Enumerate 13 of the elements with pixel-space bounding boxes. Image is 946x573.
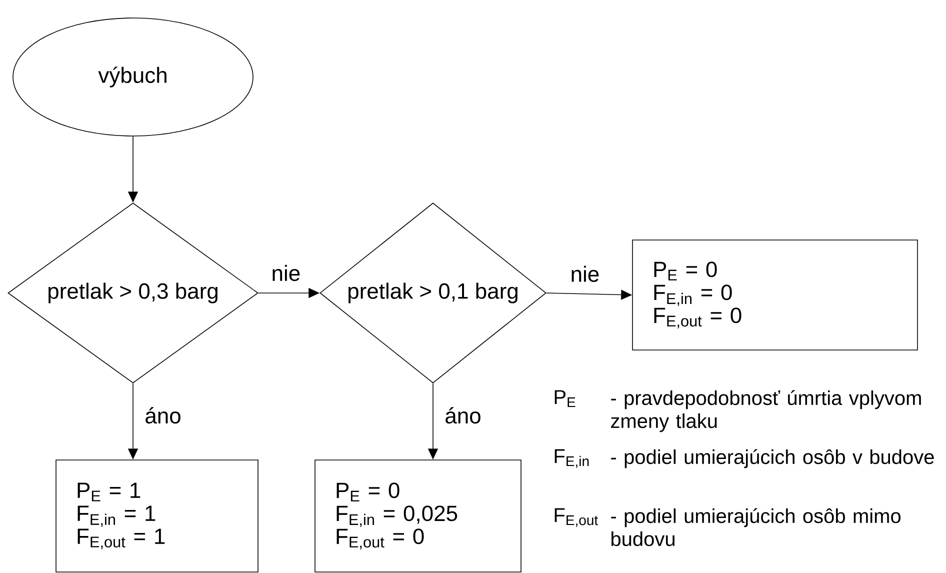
definition-text: - pravdepodobnosť úmrtia vplyvom zmeny tlaku (611, 390, 921, 432)
result-box: P$_{E}$ = 0 F$_{E,in}$ = 0 F$_{E,out}$ = 0 (632, 240, 918, 350)
edge-label: áno (146, 407, 180, 424)
edge-label: áno (446, 407, 480, 424)
symbol-label: F$_{E,in}$ (554, 449, 589, 468)
result-box: P$_{E}$ = 1 F$_{E,in}$ = 1 F$_{E,out}$ = 1 (56, 460, 258, 572)
definition-text: - podiel umierajúcich osôb mimo budovu (611, 508, 901, 546)
symbol-label: P$_{E}$ (554, 390, 576, 408)
edge-label: nie (572, 266, 599, 282)
definition-text: - podiel umierajúcich osôb v budove (611, 449, 934, 468)
result-box: P$_{E}$ = 0 F$_{E,in}$ = 0,025 F$_{E,out}$ = 0 (314, 460, 522, 572)
edge-label: nie (272, 264, 300, 282)
symbol-label: F$_{E,out}$ (554, 508, 598, 527)
